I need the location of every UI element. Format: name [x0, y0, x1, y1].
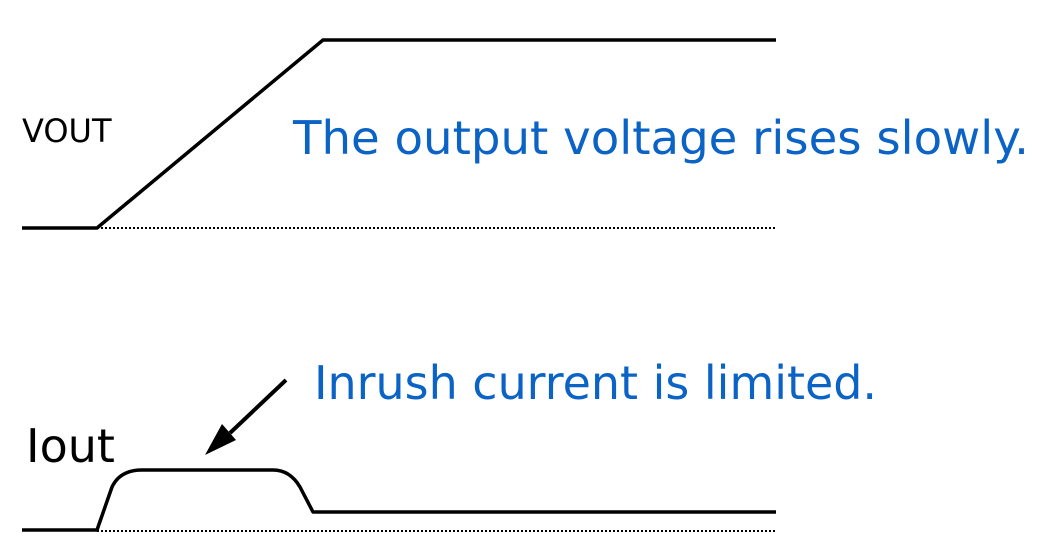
arrow-icon — [205, 378, 288, 455]
iout-annotation: Inrush current is limited. — [314, 356, 877, 410]
iout-waveform-group: Iout Inrush current is limited. — [22, 356, 877, 532]
vout-label: VOUT — [22, 112, 112, 150]
vout-waveform — [22, 38, 776, 230]
vout-annotation: The output voltage rises slowly. — [292, 111, 1029, 165]
vout-waveform-group: VOUT The output voltage rises slowly. — [22, 38, 1029, 230]
iout-waveform — [22, 468, 776, 532]
iout-label: Iout — [26, 419, 115, 473]
